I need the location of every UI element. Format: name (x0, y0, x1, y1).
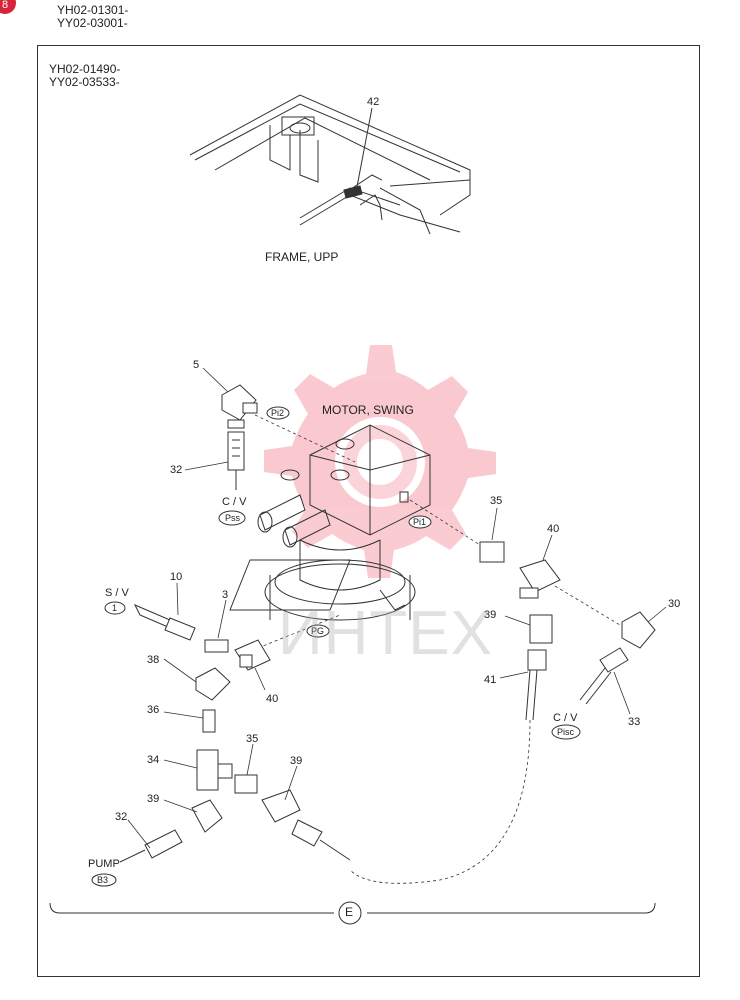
pump-label: PUMP (88, 858, 120, 870)
cv-right-label: C / V (553, 712, 578, 724)
port-sv1: 1 (112, 603, 118, 613)
part-34: 34 (147, 754, 160, 766)
frame-upp-drawing (189, 94, 471, 235)
cv-left-label: C / V (222, 496, 247, 508)
inner-serial-2: YY02-03533- (49, 75, 120, 89)
port-b3: B3 (97, 875, 109, 885)
watermark-gear-icon (264, 345, 496, 578)
port-pi2: Pi2 (271, 408, 285, 418)
part-35b: 35 (490, 495, 503, 507)
part-40a: 40 (266, 693, 279, 705)
part-5: 5 (193, 359, 200, 371)
diagram-frame (37, 45, 700, 977)
part-3: 3 (222, 589, 229, 601)
serial-header-2: YY02-03001- (57, 16, 128, 30)
port-pisc: Pisc (557, 727, 575, 737)
part-39a: 39 (290, 755, 303, 767)
part-39b: 39 (147, 793, 160, 805)
part-41: 41 (484, 674, 497, 686)
part-30: 30 (668, 598, 681, 610)
port-pg: PG (311, 626, 325, 636)
section-e: E (345, 905, 354, 919)
part-32a: 32 (170, 464, 183, 476)
page-badge: 8 (0, 0, 16, 14)
watermark-text: ИНТЕХ (278, 599, 493, 668)
part-32b: 32 (115, 811, 128, 823)
section-brace (49, 901, 656, 925)
part-35a: 35 (246, 733, 259, 745)
frame-upp-title: FRAME, UPP (265, 250, 339, 264)
part-40b: 40 (547, 523, 560, 535)
part-38: 38 (147, 654, 160, 666)
serial-header-1: YH02-01301- (57, 3, 129, 17)
part-36: 36 (147, 704, 160, 716)
sv-label: S / V (105, 587, 129, 599)
port-pi1: Pi1 (413, 517, 427, 527)
part-10: 10 (170, 571, 183, 583)
part-33: 33 (628, 716, 641, 728)
inner-serial-1: YH02-01490- (49, 62, 121, 76)
part-42: 42 (367, 96, 380, 108)
swing-motor-drawing (229, 424, 431, 621)
fittings (119, 384, 656, 863)
motor-swing-title: MOTOR, SWING (322, 403, 414, 417)
part-39c: 39 (484, 609, 497, 621)
port-pss: Pss (225, 513, 241, 523)
